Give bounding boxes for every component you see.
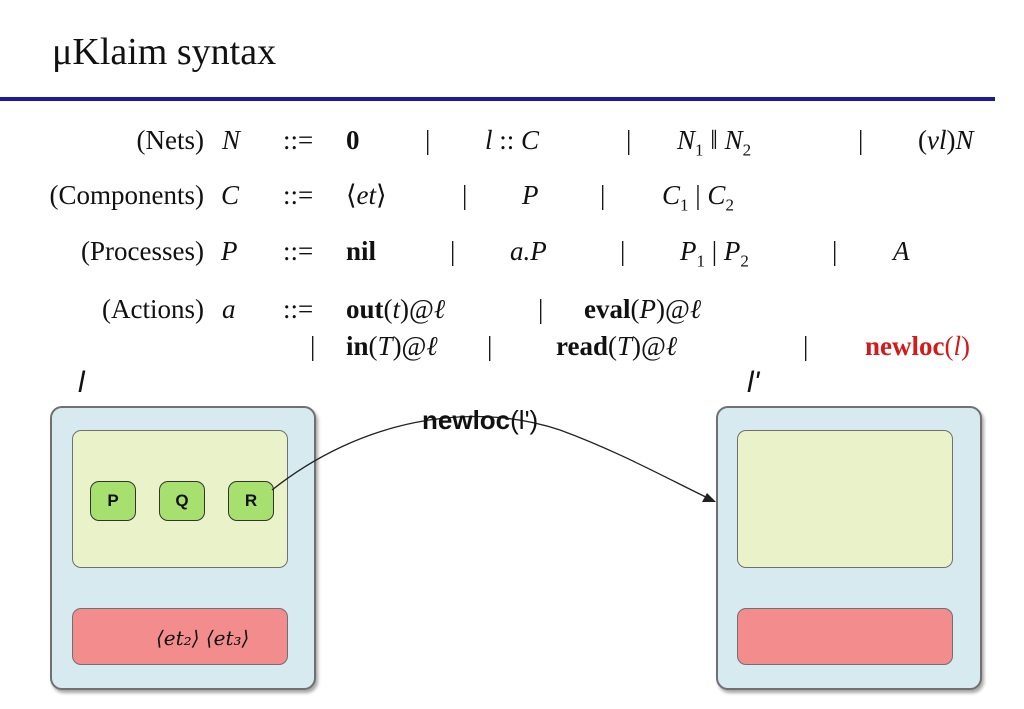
- components-process: P: [522, 180, 539, 210]
- def-sign-actions: ::=: [283, 294, 314, 324]
- separator: |: [450, 236, 456, 266]
- separator: |: [858, 125, 864, 155]
- actions-read: read(T)@ℓ: [556, 331, 678, 361]
- category-components: (Components): [49, 180, 205, 210]
- nets-restriction: (νl)N: [918, 125, 974, 155]
- processes-nil: nil: [346, 236, 377, 266]
- left-location-label: l: [78, 366, 85, 399]
- separator: |: [803, 331, 809, 361]
- def-sign-nets: ::=: [283, 125, 314, 155]
- process-q: Q: [159, 481, 205, 521]
- arrow-label-bold: newloc: [422, 405, 511, 435]
- category-processes: (Processes): [81, 236, 204, 266]
- actions-in: in(T)@ℓ: [346, 331, 438, 361]
- separator: |: [310, 331, 316, 361]
- separator: |: [462, 180, 468, 210]
- process-r: R: [228, 481, 274, 521]
- nets-parallel: N1 ‖ N2: [677, 125, 752, 160]
- actions-out: out(t)@ℓ: [346, 294, 446, 324]
- symbol-components: C: [221, 180, 240, 210]
- process-p: P: [90, 481, 136, 521]
- def-sign-processes: ::=: [283, 236, 314, 266]
- right-location-label: l': [747, 366, 760, 399]
- def-sign-components: ::=: [283, 180, 314, 210]
- nets-located: l :: C: [485, 125, 540, 155]
- processes-parallel: P1 | P2: [680, 236, 749, 271]
- processes-identifier: A: [893, 236, 910, 266]
- separator: |: [620, 236, 626, 266]
- processes-prefix: a.P: [510, 236, 547, 266]
- symbol-nets: N: [222, 125, 241, 155]
- components-tuple: ⟨et⟩: [346, 180, 387, 210]
- symbol-actions: a: [222, 294, 236, 324]
- tuple-list: ⟨et₂⟩ ⟨et₃⟩: [156, 626, 249, 650]
- right-process-area: [737, 430, 953, 568]
- arrow-label-arg: (l'): [510, 405, 539, 435]
- nets-zero: 0: [346, 125, 360, 155]
- category-nets: (Nets): [136, 125, 204, 155]
- right-tuple-area: [737, 608, 953, 665]
- symbol-processes: P: [221, 236, 238, 266]
- tuple-et3: ⟨et₃⟩: [205, 626, 250, 650]
- actions-eval: eval(P)@ℓ: [584, 294, 702, 324]
- arrow-label: newloc(l'): [422, 405, 538, 436]
- separator: |: [425, 125, 431, 155]
- separator: |: [832, 236, 838, 266]
- page-title: μKlaim syntax: [52, 31, 277, 73]
- separator: |: [487, 331, 493, 361]
- separator: |: [626, 125, 632, 155]
- components-parallel: C1 | C2: [662, 180, 734, 215]
- actions-newloc: newloc(l): [865, 331, 970, 361]
- left-tuple-area: [72, 608, 288, 665]
- separator: |: [538, 294, 544, 324]
- title-divider: [0, 97, 995, 101]
- separator: |: [600, 180, 606, 210]
- tuple-et2: ⟨et₂⟩: [156, 626, 200, 650]
- category-actions: (Actions): [102, 294, 204, 324]
